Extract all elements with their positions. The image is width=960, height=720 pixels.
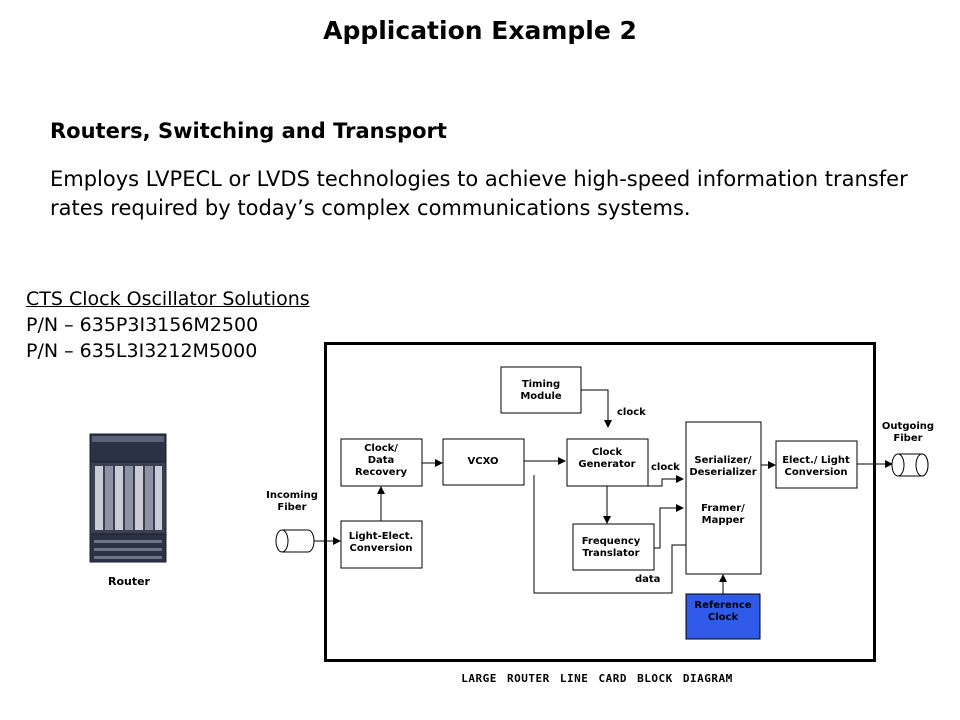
section-heading: Routers, Switching and Transport xyxy=(50,119,447,143)
cdr-line-2: Data xyxy=(368,455,395,466)
svg-text:clock: clock xyxy=(617,407,646,418)
label-clock-top: clock xyxy=(617,407,646,418)
elect-light-line-2: Conversion xyxy=(785,467,848,478)
svg-text:Mapper: Mapper xyxy=(702,515,745,526)
svg-text:data: data xyxy=(635,574,660,585)
clock-generator-line-1: Clock xyxy=(592,447,623,458)
vcxo-line-1: VCXO xyxy=(468,456,499,467)
label-clock-mid: clock xyxy=(651,462,680,473)
svg-text:Data: Data xyxy=(368,455,395,466)
serializer-line-1: Serializer/ xyxy=(694,455,751,466)
svg-text:Translator: Translator xyxy=(582,548,639,559)
clock-data-recovery-block xyxy=(340,438,423,487)
svg-text:Reference: Reference xyxy=(694,600,751,611)
frequency-translator-block xyxy=(572,523,655,571)
svg-text:Outgoing: Outgoing xyxy=(882,421,934,432)
cdr-line-1: Clock/ xyxy=(364,443,398,454)
outgoing-fiber-connector xyxy=(891,453,929,477)
timing-module-line-2: Module xyxy=(520,391,562,402)
label-data: data xyxy=(635,574,660,585)
solutions-title: CTS Clock Oscillator Solutions xyxy=(26,288,310,310)
outgoing-fiber-line-1: Outgoing xyxy=(882,421,934,432)
incoming-fiber-connector xyxy=(275,529,315,553)
svg-text:Timing: Timing xyxy=(522,379,560,390)
svg-text:Clock: Clock xyxy=(708,612,739,623)
light-elect-line-1: Light-Elect. xyxy=(349,531,414,542)
incoming-fiber-line-2: Fiber xyxy=(277,502,306,513)
svg-text:Clock: Clock xyxy=(592,447,623,458)
svg-text:Conversion: Conversion xyxy=(785,467,848,478)
reference-clock-line-2: Clock xyxy=(708,612,739,623)
svg-text:Module: Module xyxy=(520,391,562,402)
timing-module-block xyxy=(500,366,582,414)
solutions-block: CTS Clock Oscillator Solutions P/N – 635… xyxy=(26,286,310,364)
vcxo-block xyxy=(442,438,525,486)
svg-text:Fiber: Fiber xyxy=(893,433,922,444)
svg-text:Incoming: Incoming xyxy=(266,490,318,501)
connections xyxy=(314,389,893,594)
freq-translator-line-2: Translator xyxy=(582,548,639,559)
freq-translator-line-1: Frequency xyxy=(582,536,641,547)
svg-text:clock: clock xyxy=(651,462,680,473)
reference-clock-block xyxy=(685,593,761,640)
svg-text:Light-Elect.: Light-Elect. xyxy=(349,531,414,542)
reference-clock-line-1: Reference xyxy=(694,600,751,611)
part-number-1: P/N – 635P3I3156M2500 xyxy=(26,314,259,336)
framer-line-2: Mapper xyxy=(702,515,745,526)
incoming-fiber-line-1: Incoming xyxy=(266,490,318,501)
slide-title: Application Example 2 xyxy=(323,16,637,45)
svg-text:Clock/: Clock/ xyxy=(364,443,398,454)
elect-light-block xyxy=(775,440,858,489)
svg-text:Frequency: Frequency xyxy=(582,536,641,547)
timing-module-line-1: Timing xyxy=(522,379,560,390)
clock-generator-line-2: Generator xyxy=(578,459,635,470)
clock-generator-block xyxy=(566,438,649,487)
svg-text:Deserializer: Deserializer xyxy=(689,467,756,478)
light-elect-line-2: Conversion xyxy=(350,543,413,554)
serializer-line-2: Deserializer xyxy=(689,467,756,478)
svg-text:Elect./ Light: Elect./ Light xyxy=(782,455,850,466)
svg-text:Recovery: Recovery xyxy=(355,467,408,478)
light-elect-block xyxy=(340,520,423,569)
svg-text:VCXO: VCXO xyxy=(468,456,499,467)
diagram-caption: LARGE ROUTER LINE CARD BLOCK DIAGRAM xyxy=(461,672,733,685)
outgoing-fiber-line-2: Fiber xyxy=(893,433,922,444)
svg-text:Serializer/: Serializer/ xyxy=(694,455,751,466)
serializer-framer-block xyxy=(685,421,762,575)
svg-text:Fiber: Fiber xyxy=(277,502,306,513)
router-caption: Router xyxy=(107,575,150,588)
svg-text:Generator: Generator xyxy=(578,459,635,470)
framer-line-1: Framer/ xyxy=(701,503,745,514)
svg-text:Conversion: Conversion xyxy=(350,543,413,554)
elect-light-line-1: Elect./ Light xyxy=(782,455,850,466)
body-paragraph: Employs LVPECL or LVDS technologies to a… xyxy=(50,167,908,220)
part-number-2: P/N – 635L3I3212M5000 xyxy=(26,340,258,362)
cdr-line-3: Recovery xyxy=(355,467,408,478)
svg-text:Framer/: Framer/ xyxy=(701,503,745,514)
diagram-frame xyxy=(324,342,876,662)
